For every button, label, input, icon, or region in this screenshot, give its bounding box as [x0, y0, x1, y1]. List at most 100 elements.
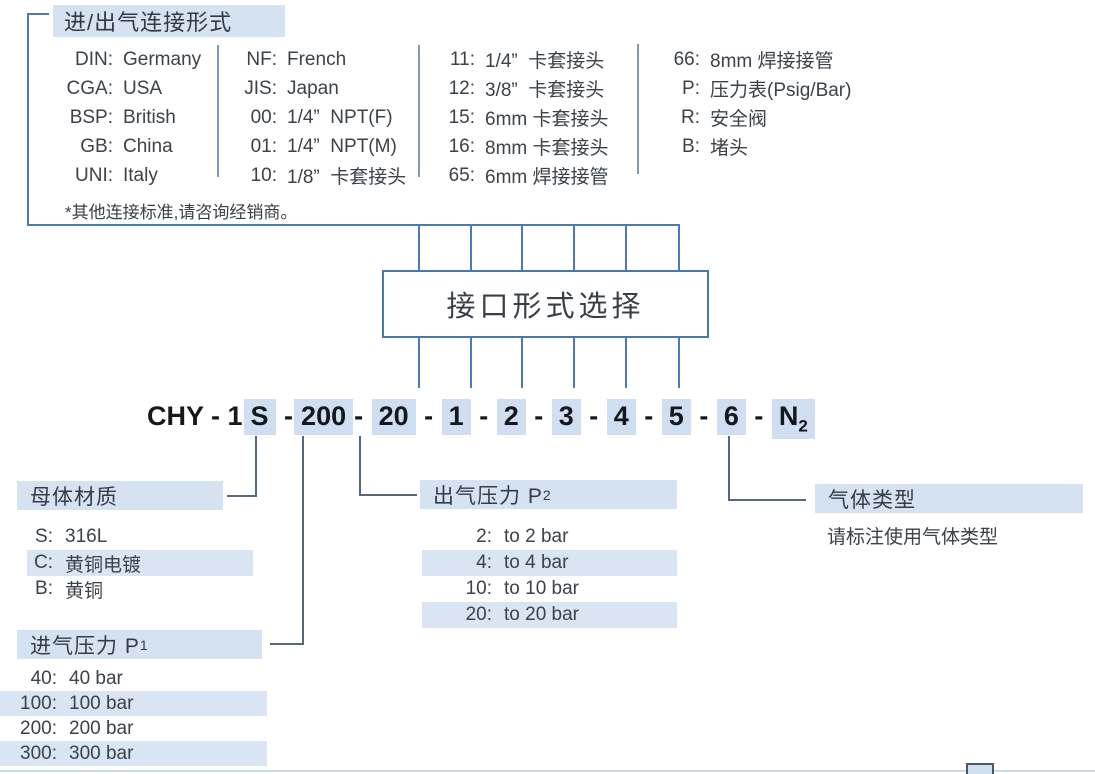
- option-value: British: [123, 106, 176, 128]
- option-value: 100 bar: [69, 692, 134, 714]
- option-code: P:: [682, 77, 700, 99]
- connector-line: [521, 338, 523, 388]
- code-segment: -: [691, 401, 716, 431]
- option-value: 300 bar: [69, 742, 134, 764]
- code-segment: 20: [371, 399, 416, 435]
- code-segment: -: [581, 401, 606, 431]
- option-value: 6mm 焊接接管: [485, 167, 609, 188]
- option-code: 66:: [673, 48, 700, 70]
- code-segment: -: [471, 401, 496, 431]
- table-row: BSP:British: [55, 103, 201, 132]
- option-code: CGA:: [66, 77, 113, 99]
- code-segment: N2: [771, 399, 815, 440]
- option-code: B:: [35, 578, 53, 599]
- footnote: *其他连接标准,请咨询经销商。: [65, 203, 298, 222]
- gas-note: 请标注使用气体类型: [827, 527, 999, 548]
- option-code: R:: [681, 106, 700, 128]
- table-row: JIS:Japan: [237, 74, 406, 103]
- code-segment: 2: [496, 399, 526, 435]
- option-value: China: [123, 135, 173, 157]
- connector-line: [573, 338, 575, 388]
- table-row: DIN:Germany: [55, 45, 201, 74]
- material-connector-line: [255, 436, 257, 497]
- option-row: 200: 200 bar: [0, 716, 267, 741]
- option-row: 20:to 20 bar: [422, 602, 677, 628]
- connector-line: [625, 224, 627, 271]
- outlet-label-text: 出气压力 P: [433, 484, 543, 508]
- connection-section-title: 进/出气连接形式: [53, 5, 285, 37]
- option-value: 3/8” 卡套接头: [485, 80, 605, 101]
- manifold-line: [27, 224, 680, 226]
- option-value: 压力表(Psig/Bar): [710, 80, 852, 101]
- option-code: 4:: [476, 552, 492, 573]
- connector-line: [521, 224, 523, 271]
- option-code: 01:: [250, 135, 277, 157]
- option-value: 6mm 卡套接头: [485, 109, 609, 130]
- connector-line: [418, 338, 420, 388]
- inlet-connector-line: [270, 643, 304, 645]
- code-segment: -: [636, 401, 661, 431]
- gas-section-label: 气体类型: [815, 484, 1083, 513]
- code-segment: 1: [441, 399, 471, 435]
- option-code: NF:: [246, 48, 277, 70]
- option-value: 1/4” 卡套接头: [485, 51, 605, 72]
- option-row: S:316L: [27, 524, 253, 550]
- option-value: Italy: [123, 164, 158, 186]
- code-subscript: 2: [798, 416, 808, 436]
- option-value: 1/4” NPT(F): [287, 106, 393, 128]
- table-row: 10:1/8” 卡套接头: [237, 161, 407, 190]
- option-row: 10:to 10 bar: [422, 576, 677, 602]
- option-value: 8mm 焊接接管: [710, 51, 834, 72]
- code-segment: -: [276, 401, 294, 431]
- option-value: 40 bar: [69, 667, 123, 689]
- option-code: 10:: [250, 164, 277, 186]
- page-bottom-rule: [0, 770, 1095, 772]
- outlet-connector-line: [359, 494, 417, 496]
- option-code: GB:: [80, 135, 113, 157]
- option-code: 10:: [465, 578, 492, 599]
- gas-connector-line: [728, 436, 730, 501]
- option-value: Japan: [287, 77, 339, 99]
- option-code: B:: [682, 135, 700, 157]
- option-code: 200:: [20, 717, 57, 739]
- option-value: 200 bar: [69, 717, 134, 739]
- connector-line: [625, 338, 627, 388]
- gas-label-text: 气体类型: [828, 488, 916, 512]
- connector-line: [470, 338, 472, 388]
- option-code: 300:: [20, 742, 57, 764]
- table-row: P: 压力表(Psig/Bar): [662, 74, 851, 103]
- option-value: 堵头: [710, 138, 749, 159]
- code-segment: -: [526, 401, 551, 431]
- column-divider: [637, 44, 639, 174]
- table-row: CGA:USA: [55, 74, 201, 103]
- option-code: UNI:: [75, 164, 113, 186]
- option-code: 12:: [448, 77, 475, 99]
- option-code: 11:: [449, 48, 475, 70]
- option-row: 4: to 4 bar: [422, 550, 677, 576]
- option-value: 安全阀: [710, 109, 768, 130]
- option-value: 8mm 卡套接头: [485, 138, 609, 159]
- option-value: to 4 bar: [504, 552, 569, 573]
- table-row: 11: 1/4” 卡套接头: [443, 45, 609, 74]
- code-segment: 4: [606, 399, 636, 435]
- option-value: to 2 bar: [504, 526, 569, 547]
- table-row: 15:6mm 卡套接头: [443, 103, 609, 132]
- option-code: 40:: [30, 667, 57, 689]
- code-segment: 3: [551, 399, 581, 435]
- code-segment: 6: [716, 399, 746, 435]
- selector-box: 接口形式选择: [382, 270, 709, 338]
- column-divider: [418, 45, 420, 177]
- column-divider: [217, 45, 219, 177]
- option-code: 2:: [476, 526, 492, 547]
- table-row: B: 堵头: [662, 132, 851, 161]
- inlet-label-text: 进气压力 P: [30, 634, 140, 658]
- option-value: Germany: [123, 48, 202, 70]
- option-value: 黄铜电镀: [65, 554, 142, 576]
